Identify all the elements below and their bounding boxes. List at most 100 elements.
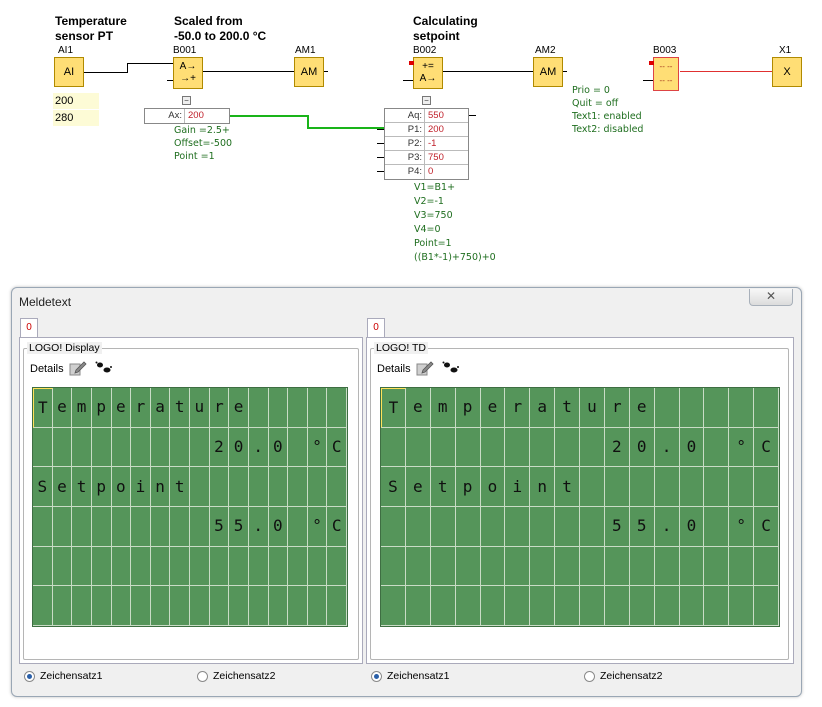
block-ai1[interactable]: AI <box>54 57 84 87</box>
lcd-cell[interactable] <box>131 586 151 626</box>
lcd-cell[interactable]: o <box>111 467 132 507</box>
lcd-cell[interactable] <box>150 427 171 468</box>
lcd-cell[interactable]: 0 <box>679 427 705 468</box>
lcd-cell[interactable] <box>381 546 406 587</box>
lcd-cell[interactable] <box>209 467 230 507</box>
lcd-cell[interactable] <box>288 388 308 428</box>
lcd-cell[interactable] <box>52 586 73 626</box>
lcd-cell[interactable]: C <box>327 507 347 547</box>
lcd-cell[interactable] <box>91 427 112 468</box>
lcd-cell[interactable] <box>555 427 580 468</box>
lcd-cell[interactable]: u <box>190 388 210 428</box>
lcd-cell[interactable]: ° <box>307 507 328 547</box>
lcd-cell[interactable] <box>72 546 92 587</box>
lcd-cell[interactable]: 0 <box>229 427 249 468</box>
lcd-cell[interactable]: t <box>170 388 190 428</box>
block-b003[interactable]: -- -- -- -- <box>653 57 679 91</box>
lcd-cell[interactable]: i <box>131 467 151 507</box>
lcd-cell[interactable]: o <box>480 467 506 507</box>
lcd-cell[interactable] <box>505 427 531 468</box>
lcd-cell[interactable] <box>268 388 289 428</box>
lcd-cell[interactable] <box>405 427 431 468</box>
lcd-cell[interactable]: ° <box>729 427 755 468</box>
footprints-icon[interactable] <box>442 361 460 380</box>
lcd-cell[interactable]: T <box>33 388 53 428</box>
lcd-cell[interactable] <box>268 546 289 587</box>
lcd-cell[interactable] <box>111 586 132 626</box>
lcd-cell[interactable]: ° <box>307 427 328 468</box>
lcd-cell[interactable] <box>530 507 556 547</box>
lcd-cell[interactable]: e <box>405 388 431 428</box>
lcd-cell[interactable]: e <box>629 388 655 428</box>
param-row[interactable]: P4:0 <box>385 165 468 179</box>
lcd-cell[interactable] <box>580 586 605 626</box>
lcd-cell[interactable] <box>209 586 230 626</box>
lcd-cell[interactable] <box>170 546 190 587</box>
lcd-cell[interactable] <box>248 388 269 428</box>
lcd-cell[interactable] <box>170 586 190 626</box>
lcd-cell[interactable] <box>530 427 556 468</box>
lcd-cell[interactable]: t <box>555 388 580 428</box>
lcd-cell[interactable]: 5 <box>604 507 630 547</box>
param-row[interactable]: Aq:550 <box>385 109 468 123</box>
lcd-cell[interactable] <box>704 586 730 626</box>
lcd-cell[interactable]: e <box>52 467 73 507</box>
lcd-cell[interactable] <box>480 586 506 626</box>
lcd-cell[interactable] <box>480 507 506 547</box>
lcd-cell[interactable] <box>729 586 755 626</box>
lcd-cell[interactable]: m <box>72 388 92 428</box>
lcd-cell[interactable]: 5 <box>629 507 655 547</box>
lcd-cell[interactable]: e <box>229 388 249 428</box>
lcd-cell[interactable]: S <box>33 467 53 507</box>
lcd-cell[interactable]: p <box>455 388 481 428</box>
lcd-cell[interactable] <box>405 507 431 547</box>
lcd-cell[interactable]: t <box>555 467 580 507</box>
tab-0[interactable]: 0 <box>367 318 385 338</box>
lcd-cell[interactable] <box>91 507 112 547</box>
lcd-cell[interactable] <box>729 546 755 587</box>
param-row[interactable]: Ax: 200 <box>145 109 229 123</box>
lcd-cell[interactable] <box>190 427 210 468</box>
lcd-cell[interactable] <box>91 586 112 626</box>
lcd-cell[interactable] <box>248 586 269 626</box>
lcd-cell[interactable] <box>430 546 456 587</box>
param-row[interactable]: P2:-1 <box>385 137 468 151</box>
lcd-cell[interactable] <box>455 507 481 547</box>
lcd-cell[interactable] <box>555 586 580 626</box>
edit-icon[interactable] <box>416 360 434 381</box>
lcd-cell[interactable] <box>530 546 556 587</box>
lcd-cell[interactable] <box>288 467 308 507</box>
lcd-cell[interactable] <box>679 467 705 507</box>
lcd-cell[interactable] <box>33 546 53 587</box>
lcd-cell[interactable] <box>629 546 655 587</box>
lcd-cell[interactable] <box>190 586 210 626</box>
lcd-cell[interactable]: e <box>480 388 506 428</box>
lcd-cell[interactable]: p <box>455 467 481 507</box>
lcd-cell[interactable] <box>455 586 481 626</box>
lcd-cell[interactable] <box>580 507 605 547</box>
lcd-cell[interactable]: C <box>327 427 347 468</box>
lcd-cell[interactable] <box>604 586 630 626</box>
lcd-cell[interactable] <box>72 427 92 468</box>
lcd-cell[interactable]: S <box>381 467 406 507</box>
lcd-cell[interactable] <box>307 388 328 428</box>
lcd-cell[interactable] <box>209 546 230 587</box>
lcd-cell[interactable] <box>190 546 210 587</box>
lcd-cell[interactable]: t <box>430 467 456 507</box>
radio-zeichensatz1-left[interactable]: Zeichensatz1 <box>24 670 102 682</box>
edit-icon[interactable] <box>69 360 87 381</box>
block-am2[interactable]: AM <box>533 57 563 87</box>
lcd-cell[interactable] <box>381 586 406 626</box>
lcd-cell[interactable] <box>190 467 210 507</box>
lcd-cell[interactable]: a <box>150 388 171 428</box>
lcd-cell[interactable] <box>72 586 92 626</box>
lcd-cell[interactable] <box>150 586 171 626</box>
lcd-cell[interactable] <box>229 467 249 507</box>
lcd-cell[interactable] <box>505 507 531 547</box>
lcd-cell[interactable]: r <box>604 388 630 428</box>
lcd-cell[interactable] <box>268 586 289 626</box>
lcd-cell[interactable]: t <box>72 467 92 507</box>
lcd-cell[interactable] <box>704 507 730 547</box>
lcd-cell[interactable]: 0 <box>268 427 289 468</box>
lcd-cell[interactable] <box>91 546 112 587</box>
